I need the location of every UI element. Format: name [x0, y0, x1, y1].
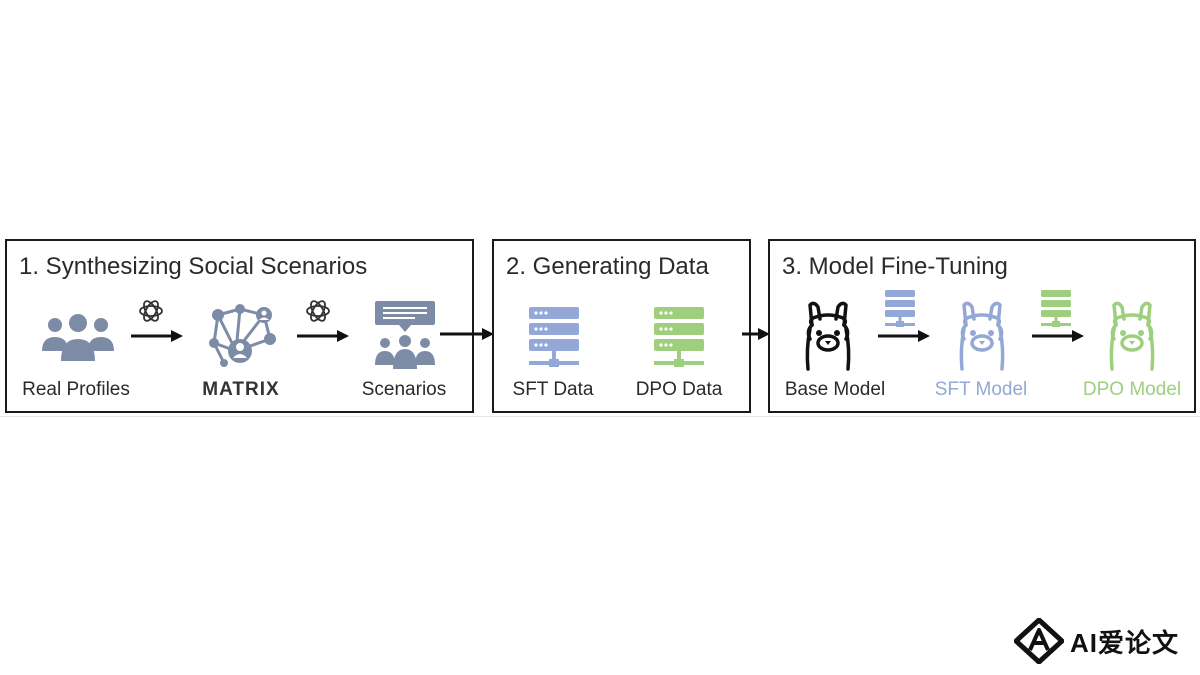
arrow-right-icon [742, 328, 770, 340]
panel-title: 2. Generating Data [506, 253, 709, 280]
panel-generating-data: 2. Generating Data SFT Data [492, 239, 751, 413]
label-real-profiles: Real Profiles [22, 379, 130, 400]
watermark: AI爱论文 [1014, 616, 1179, 666]
ai-logo-icon [1014, 618, 1064, 664]
llama-icon [805, 301, 851, 371]
arrow-right-icon [440, 328, 494, 340]
arrow-right-icon [878, 330, 930, 342]
panel-synthesizing-scenarios: 1. Synthesizing Social Scenarios Real Pr… [5, 239, 474, 413]
arrow-right-icon [131, 330, 183, 342]
audience-screen-icon [375, 301, 435, 369]
watermark-text: AI爱论文 [1070, 627, 1180, 658]
label-base-model: Base Model [784, 379, 886, 400]
llama-icon [1109, 301, 1155, 371]
network-icon [209, 304, 276, 367]
label-sft-model: SFT Model [934, 379, 1028, 400]
label-dpo-model: DPO Model [1082, 379, 1182, 400]
openai-logo-icon [306, 300, 330, 322]
database-server-icon [885, 290, 915, 327]
arrow-right-icon [297, 330, 349, 342]
panel-model-fine-tuning: 3. Model Fine-Tuning Base Model [768, 239, 1196, 413]
label-matrix: MATRIX [202, 379, 280, 400]
label-sft-data: SFT Data [512, 379, 594, 400]
label-dpo-data: DPO Data [635, 379, 723, 400]
database-server-icon [529, 307, 579, 367]
arrow-right-icon [1032, 330, 1084, 342]
database-server-icon [654, 307, 704, 367]
people-group-icon [42, 314, 114, 361]
database-server-icon [1041, 290, 1071, 327]
panel-title: 3. Model Fine-Tuning [782, 253, 1008, 280]
page-divider [0, 416, 1200, 417]
openai-logo-icon [139, 300, 163, 322]
panel-title: 1. Synthesizing Social Scenarios [19, 253, 368, 280]
llama-icon [959, 301, 1005, 371]
label-scenarios: Scenarios [361, 379, 447, 400]
